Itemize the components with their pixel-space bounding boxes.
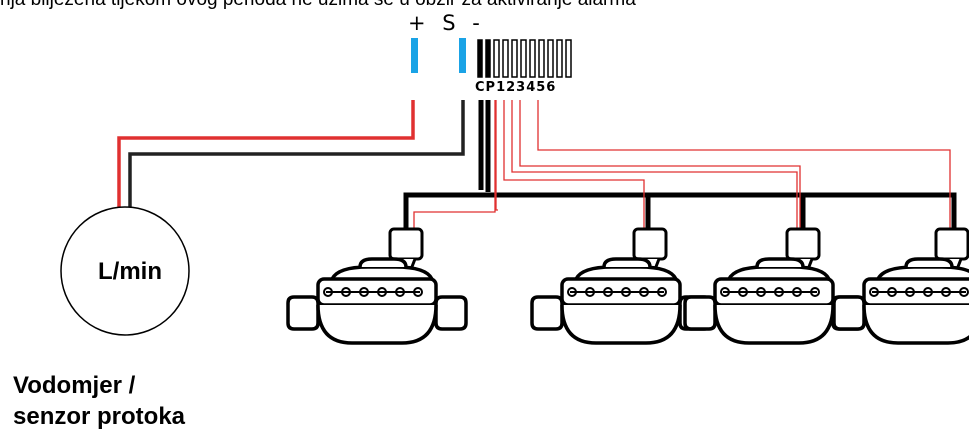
caption-line-2: senzor protoka — [13, 403, 186, 430]
station-labels: CP123456 — [475, 80, 557, 95]
common-wire-bus — [403, 100, 957, 233]
flow-meter-circle — [60, 206, 190, 336]
flow-sensor-caption: Vodomjer / senzor protoka — [13, 370, 185, 432]
valve-4 — [832, 227, 969, 345]
flow-meter-label: L/min — [98, 258, 162, 285]
header-text: nja bilježena tijekom ovog perioda ne uz… — [0, 0, 969, 12]
station-wires — [413, 100, 951, 233]
valve-2 — [530, 227, 712, 345]
terminal-minus — [459, 38, 466, 73]
caption-line-1: Vodomjer / — [13, 372, 136, 399]
terminal-plus — [411, 38, 418, 73]
station-terminal-strip — [477, 39, 572, 78]
valve-1 — [286, 227, 468, 345]
sensor-wire-red — [117, 100, 415, 212]
terminal-labels: + S - — [408, 11, 485, 35]
sensor-wire-black — [128, 100, 465, 212]
